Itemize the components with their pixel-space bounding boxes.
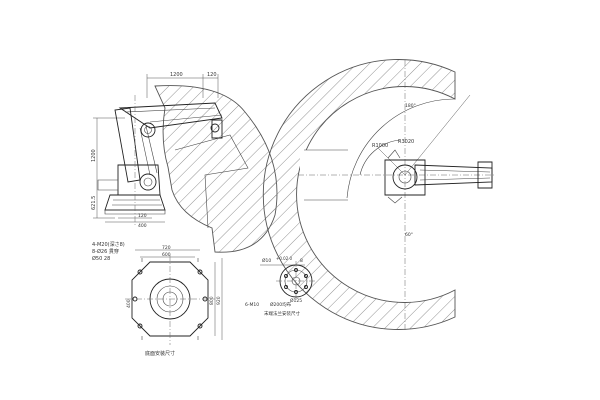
base-dim-720: 720 [162, 245, 171, 251]
side-view: 1200 120 1200 621.5 120 400 [91, 72, 278, 253]
dim-base-400: 400 [138, 223, 147, 229]
side-envelope-inner [174, 134, 249, 229]
elbow-joint [210, 123, 220, 133]
base-dim-800: 800 [209, 296, 215, 305]
body-motor [139, 173, 157, 191]
angle-180: 180° [405, 103, 416, 109]
dim-top-120: 120 [207, 72, 217, 78]
flange-dim-small: Ø10 [262, 257, 271, 264]
flange-note-bolts: 6-M10 [245, 302, 259, 308]
flange-dim-h: 8 [300, 258, 303, 264]
flange-dim-diameter: Ø125 [290, 297, 302, 304]
radius-r1000: R1000 [372, 143, 388, 149]
flange-dim-tol: +0.02 0 [276, 256, 293, 261]
base-dim-400: 400 [126, 299, 132, 308]
dim-top-1200: 1200 [170, 72, 183, 78]
dim-base-height: 621.5 [91, 196, 97, 210]
plan-view: R1000 R3020 180° 60° [262, 59, 495, 330]
dim-vertical-1200: 1200 [91, 149, 97, 162]
flange-caption: 末端法兰安装尺寸 [264, 310, 300, 317]
wrist [211, 119, 223, 139]
upper-arm [118, 102, 223, 129]
base-note-bolts: 4-M20(深さ8) [92, 241, 125, 248]
radius-r3020: R3020 [398, 139, 414, 145]
shoulder-joint [140, 122, 156, 138]
base-plate [131, 261, 209, 337]
base-dim-920: 920 [216, 296, 222, 305]
base-note-holes: 8-Ø26 貫穿 [92, 248, 119, 255]
base-caption: 底面安装尺寸 [145, 350, 175, 357]
upper-arm-link [124, 107, 223, 123]
dim-base-120: 120 [138, 213, 147, 219]
base-mounting-view: 4-M20(深さ8) 8-Ø26 貫穿 Ø50 28 720 600 800 9… [92, 241, 223, 357]
plan-reach-envelope [262, 59, 456, 330]
plan-end-effector [477, 161, 493, 189]
plan-robot-base [384, 159, 426, 196]
base-note-pcd: Ø50 28 [92, 255, 110, 262]
plan-inner-arc [346, 98, 456, 199]
flange-view: Ø10 +0.02 0 8 Ø125 6-M10 Ø200均布 末端法兰安装尺寸 [245, 256, 316, 317]
side-reach-envelope [154, 85, 278, 253]
base-dim-600: 600 [162, 252, 171, 258]
flange-note-depth: Ø200均布 [270, 301, 292, 308]
angle-60: 60° [405, 232, 413, 238]
plan-arc-r1000 [359, 139, 401, 176]
